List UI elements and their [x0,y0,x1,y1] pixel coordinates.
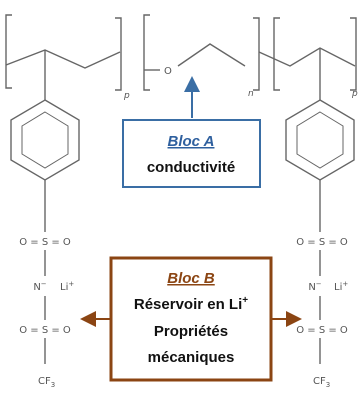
right-lithium: Li+ [334,280,348,293]
left-sulfonyl-bottom: O = S = O [19,325,71,336]
left-repeat-label: p [123,91,130,101]
peo-bracket-close [253,17,260,91]
right-repeat-label: p [351,89,358,99]
bloc-b-title: Bloc B [167,270,215,287]
bloc-b-line3: mécaniques [148,349,235,366]
left-backbone [5,49,121,69]
right-cf3: CF3 [313,376,330,389]
right-bracket-open [273,17,280,91]
peo-bracket-open [143,14,150,91]
bloc-b-line1: Réservoir en Li+ [134,295,248,313]
right-sulfonyl-top: O = S = O [296,237,348,248]
right-nitrogen: N− [308,280,321,293]
left-bracket-close [115,17,122,91]
right-sulfonyl-bottom: O = S = O [296,325,348,336]
left-lithium: Li+ [60,280,74,293]
left-cf3: CF3 [38,376,55,389]
left-monomer-unit [5,14,122,364]
peo-block [143,14,260,91]
right-benzene-inner [296,111,344,169]
bloc-a-title: Bloc A [168,133,215,150]
bloc-b-line2: Propriétés [154,323,228,340]
peo-repeat-label: n [248,89,254,99]
peo-chain [177,43,246,67]
bloc-a-line1: conductivité [147,159,235,176]
left-bracket-open [5,14,12,89]
left-benzene-inner [21,111,69,169]
bloc-b-box [109,256,273,382]
right-monomer-unit [258,17,357,364]
right-backbone [258,47,356,67]
bloc-a-box [122,119,261,188]
left-nitrogen: N− [33,280,46,293]
left-sulfonyl-top: O = S = O [19,237,71,248]
peo-oxygen: O [164,66,172,77]
right-bracket-close [350,17,357,91]
